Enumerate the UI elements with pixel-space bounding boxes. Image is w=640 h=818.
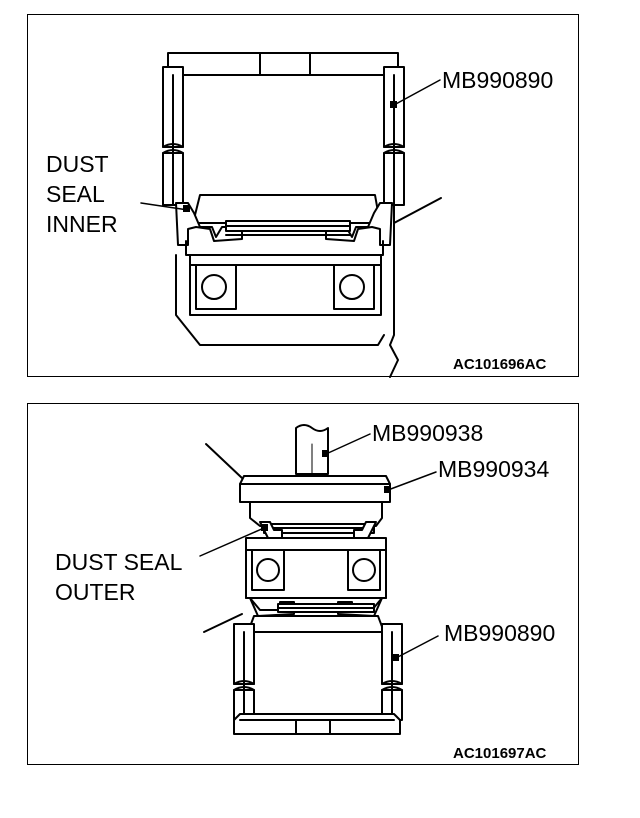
part-label-line-1: DUST: [46, 151, 109, 177]
figure-outer-dust-seal: MB990938 MB990934 DUST SEAL OUTER MB9908…: [27, 403, 579, 765]
drawing-inner-seal-install: [140, 52, 442, 378]
tool-label-mb990890: MB990890: [442, 67, 554, 93]
tool-label-mb990934: MB990934: [438, 456, 550, 482]
tool-label-mb990938: MB990938: [372, 420, 484, 446]
figure-code: AC101697AC: [453, 745, 547, 762]
tool-label-mb990890: MB990890: [444, 620, 556, 646]
part-label-line-3: INNER: [46, 211, 118, 237]
figure-code: AC101696AC: [453, 356, 547, 373]
drawing-outer-seal-install: [199, 424, 439, 735]
part-label-line-2: OUTER: [55, 579, 136, 605]
part-label-line-2: SEAL: [46, 181, 105, 207]
part-label-line-1: DUST SEAL: [55, 549, 183, 575]
figure-inner-dust-seal: MB990890 DUST SEAL INNER AC101696AC: [27, 14, 579, 378]
